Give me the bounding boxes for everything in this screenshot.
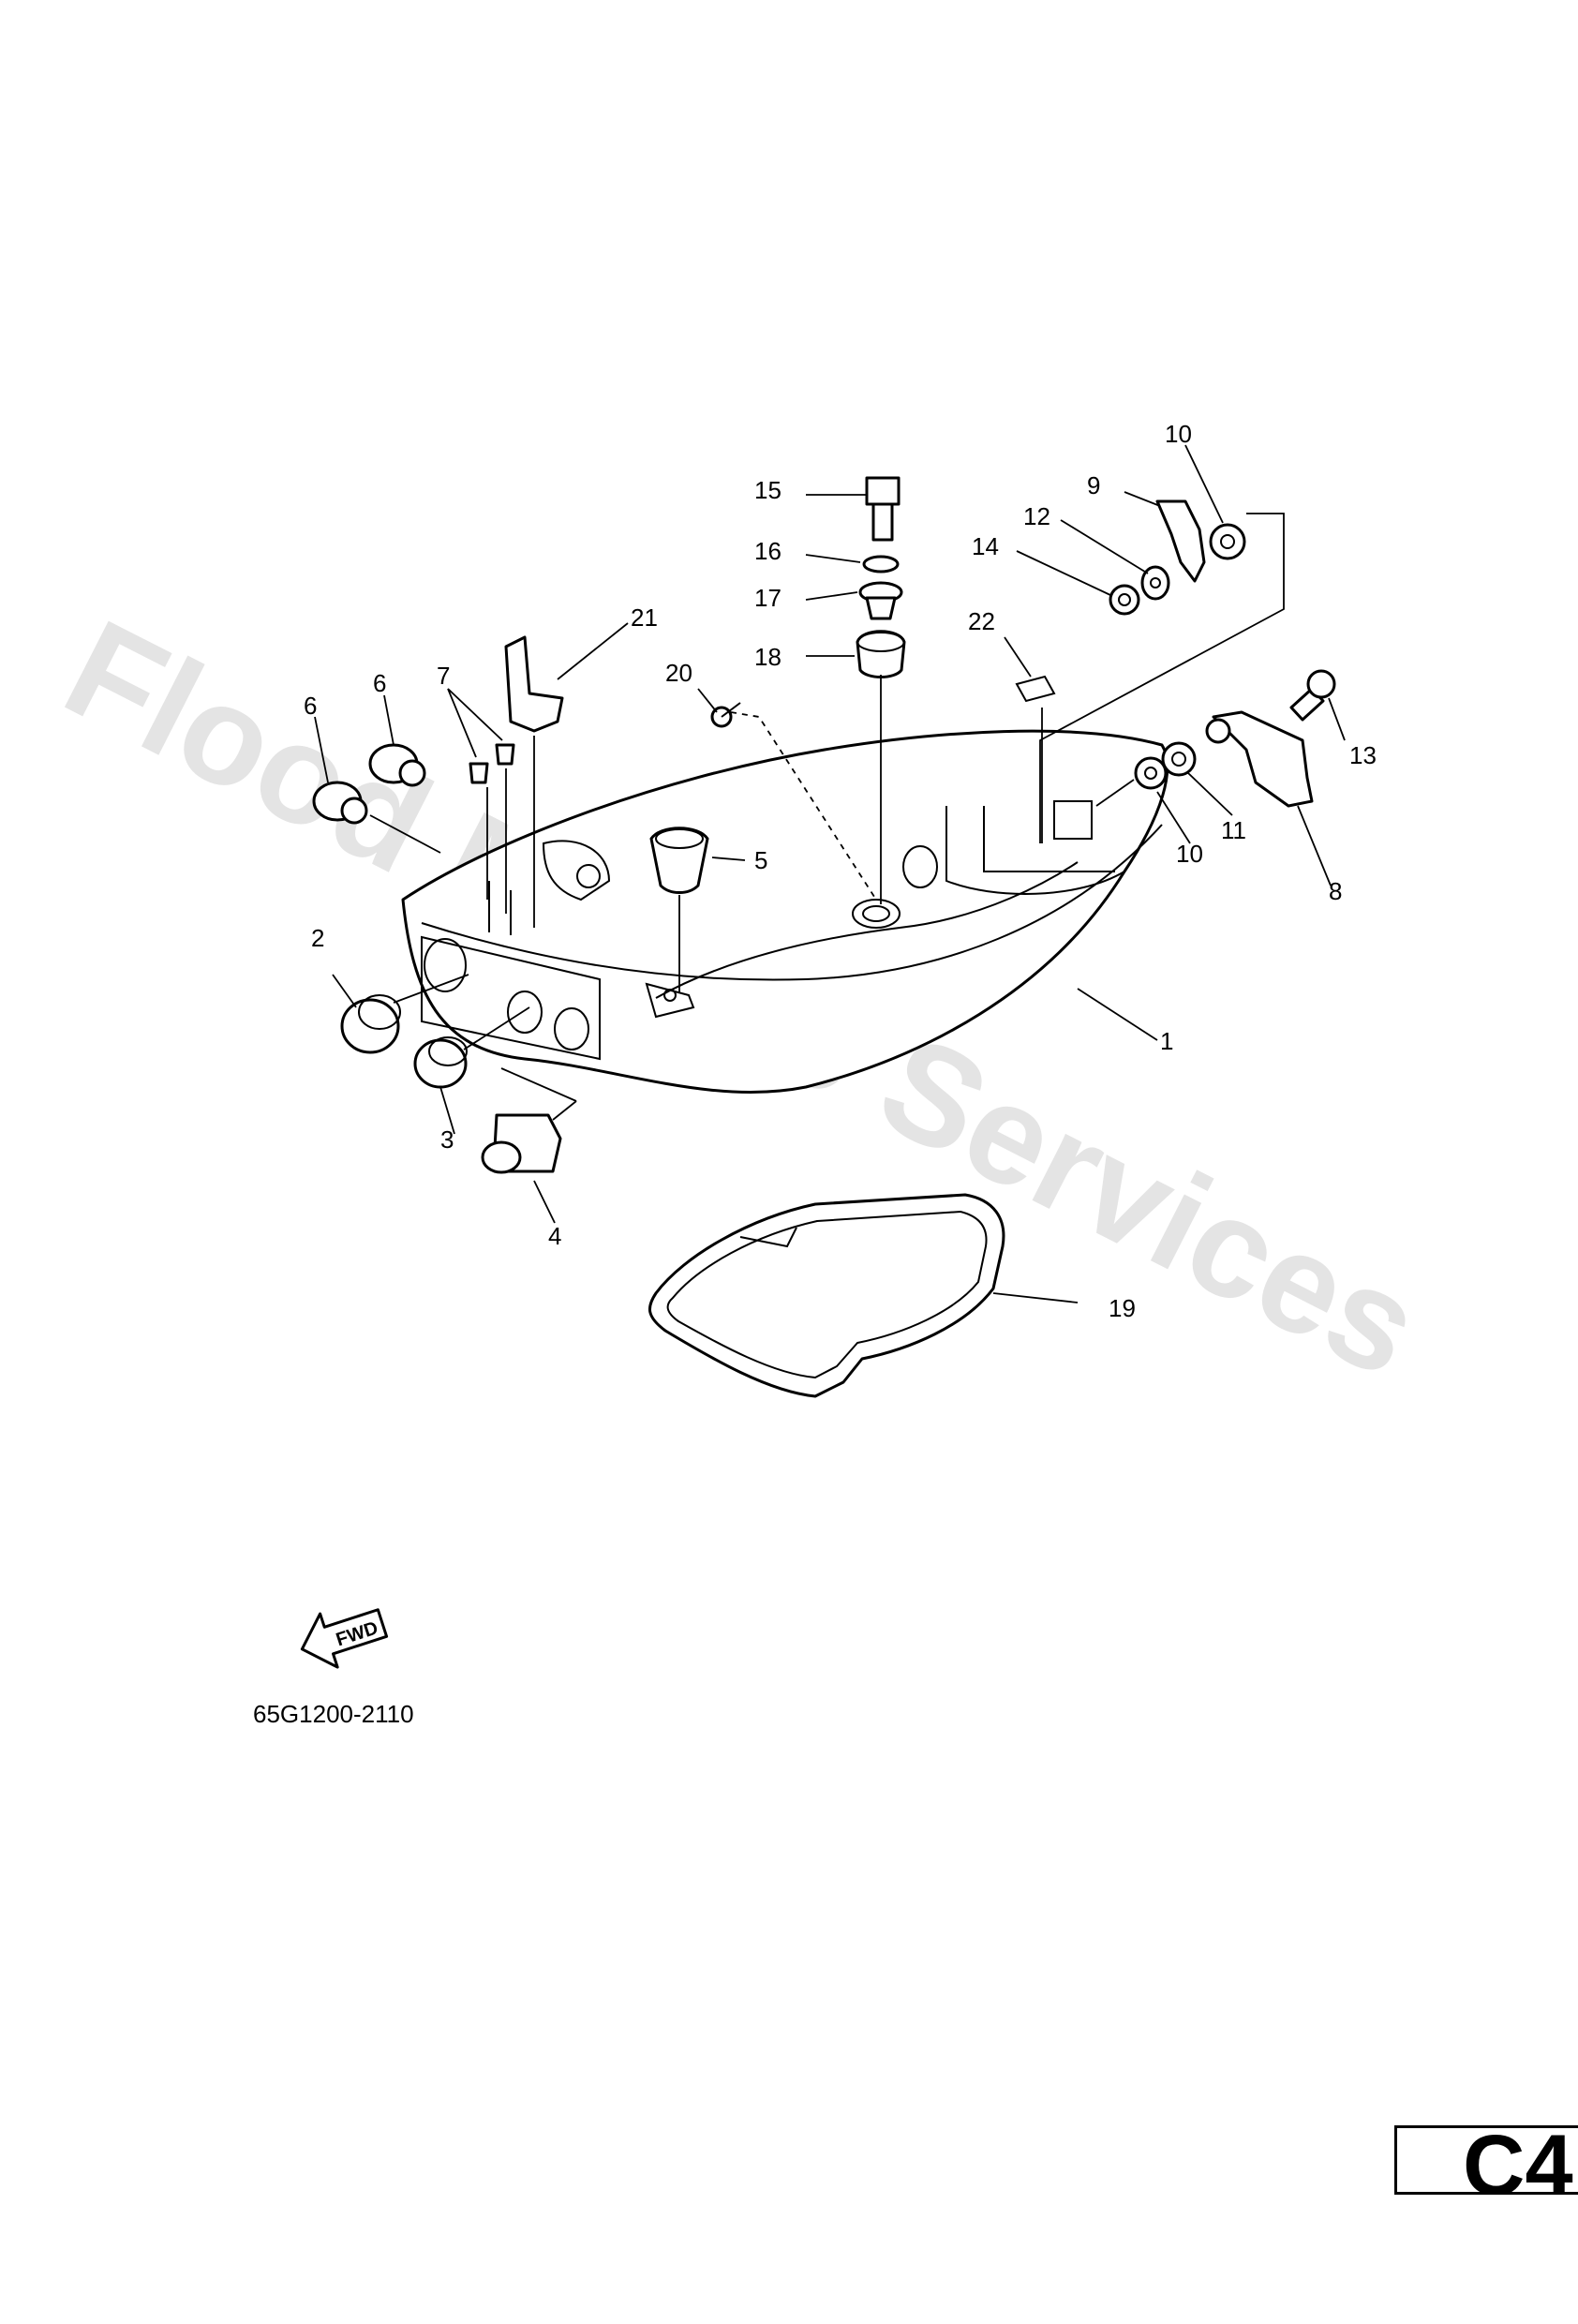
part-grommet-4: [481, 1113, 562, 1174]
part-washer-11: [1161, 741, 1197, 777]
part-grommet-6a: [312, 781, 368, 825]
part-collar-17: [858, 581, 903, 620]
callout-5: 5: [754, 846, 767, 874]
part-bottom-cowling: [401, 729, 1169, 1094]
callout-4: 4: [548, 1222, 561, 1250]
callout-8: 8: [1329, 877, 1342, 905]
callout-2: 2: [311, 924, 324, 952]
callout-11: 11: [1221, 816, 1246, 844]
part-clamp-21: [504, 635, 564, 733]
callout-6a: 6: [304, 692, 317, 720]
callout-14: 14: [972, 532, 999, 560]
part-screw-13: [1289, 669, 1336, 722]
callout-20: 20: [665, 659, 692, 687]
part-nut-14: [1109, 584, 1140, 616]
part-damper-18: [856, 630, 906, 678]
callout-19: 19: [1109, 1294, 1136, 1322]
callout-9: 9: [1087, 471, 1100, 499]
page-section-tab: C4: [1394, 2125, 1578, 2195]
callout-10b: 10: [1176, 840, 1203, 868]
callout-7: 7: [437, 662, 450, 690]
part-washer-12: [1140, 565, 1170, 601]
callout-15: 15: [754, 476, 782, 504]
callout-12: 12: [1023, 502, 1050, 530]
part-label-22: [1015, 675, 1056, 703]
part-plugs-7: [469, 743, 515, 784]
drawing-reference-code: 65G1200-2110: [253, 1700, 414, 1728]
callout-21: 21: [631, 603, 658, 632]
part-nut-10b: [1134, 756, 1168, 790]
part-bolt-15: [865, 476, 901, 542]
part-grommet-3: [413, 1036, 468, 1089]
part-nut-10a: [1209, 523, 1246, 560]
part-bracket-8: [1205, 710, 1314, 808]
callout-6b: 6: [373, 669, 386, 697]
part-gasket: [648, 1193, 1005, 1398]
callout-17: 17: [754, 584, 782, 612]
part-grommet-6b: [368, 743, 426, 787]
part-grommet-2: [340, 994, 401, 1054]
callout-18: 18: [754, 643, 782, 671]
fwd-arrow: FWD: [300, 1608, 389, 1669]
part-grommet-5: [649, 827, 709, 894]
leader-lines: [314, 444, 1346, 1304]
part-screw-20: [710, 702, 741, 728]
part-clip-9: [1155, 499, 1206, 583]
callout-3: 3: [440, 1125, 454, 1154]
callout-16: 16: [754, 537, 782, 565]
callout-13: 13: [1349, 741, 1377, 769]
callout-10a: 10: [1165, 420, 1192, 448]
part-washer-16: [862, 555, 900, 574]
callout-labels: 1 2 3 4 5 6 6 7 8 9 10 10 11 12 13 14 15…: [304, 420, 1377, 1322]
callout-1: 1: [1160, 1027, 1173, 1055]
page-section-tab-label: C4: [1463, 2125, 1573, 2195]
callout-22: 22: [968, 607, 995, 635]
